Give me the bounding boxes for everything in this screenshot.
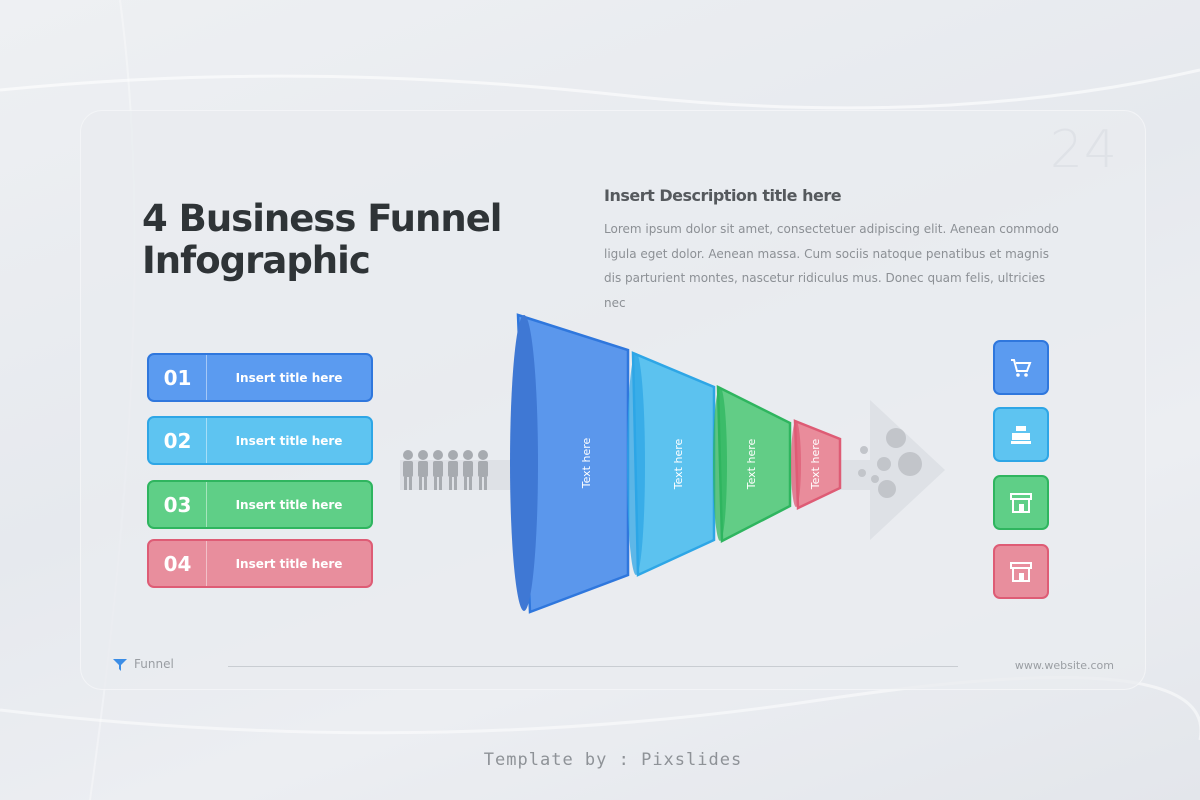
step-number: 03 — [149, 482, 207, 527]
step-3: 03 Insert title here — [147, 480, 373, 529]
description-body: Lorem ipsum dolor sit amet, consectetuer… — [604, 222, 1059, 310]
store-icon — [993, 544, 1049, 599]
step-label: Insert title here — [235, 433, 343, 448]
funnel-segment-label: Text here — [809, 439, 822, 491]
coins-icon — [858, 428, 922, 498]
slide-card: 24 4 Business Funnel Infographic Insert … — [80, 110, 1146, 690]
funnel-segment-label: Text here — [672, 439, 685, 491]
step-number: 04 — [149, 541, 207, 586]
funnel-icon — [113, 659, 127, 671]
step-label: Insert title here — [235, 370, 343, 385]
funnel-segment-1: Text here — [510, 313, 630, 614]
step-number: 02 — [149, 418, 207, 463]
step-4: 04 Insert title here — [147, 539, 373, 588]
people-icon — [403, 450, 488, 490]
footer-divider — [228, 666, 958, 667]
step-label: Insert title here — [235, 556, 343, 571]
step-number: 01 — [149, 355, 207, 400]
step-2: 02 Insert title here — [147, 416, 373, 465]
step-1: 01 Insert title here — [147, 353, 373, 402]
page-number: 24 — [1049, 120, 1118, 180]
funnel-segment-2: Text here — [627, 351, 716, 577]
funnel-graphic: Text here Text here Text here Text here — [400, 313, 945, 614]
slide-title: 4 Business Funnel Infographic — [142, 197, 502, 282]
description-title: Insert Description title here — [604, 186, 842, 205]
step-label: Insert title here — [235, 497, 343, 512]
funnel-segment-label: Text here — [745, 439, 758, 491]
footer-url: www.website.com — [1014, 659, 1114, 672]
shopping-cart-icon — [993, 340, 1049, 395]
funnel-segment-label: Text here — [580, 438, 593, 490]
funnel-segment-4: Text here — [791, 419, 842, 510]
store-icon — [993, 475, 1049, 530]
template-credit: Template by : Pixslides — [483, 750, 743, 770]
funnel-segment-3: Text here — [713, 384, 792, 544]
cash-register-icon — [993, 407, 1049, 462]
footer-label: Funnel — [134, 657, 174, 671]
